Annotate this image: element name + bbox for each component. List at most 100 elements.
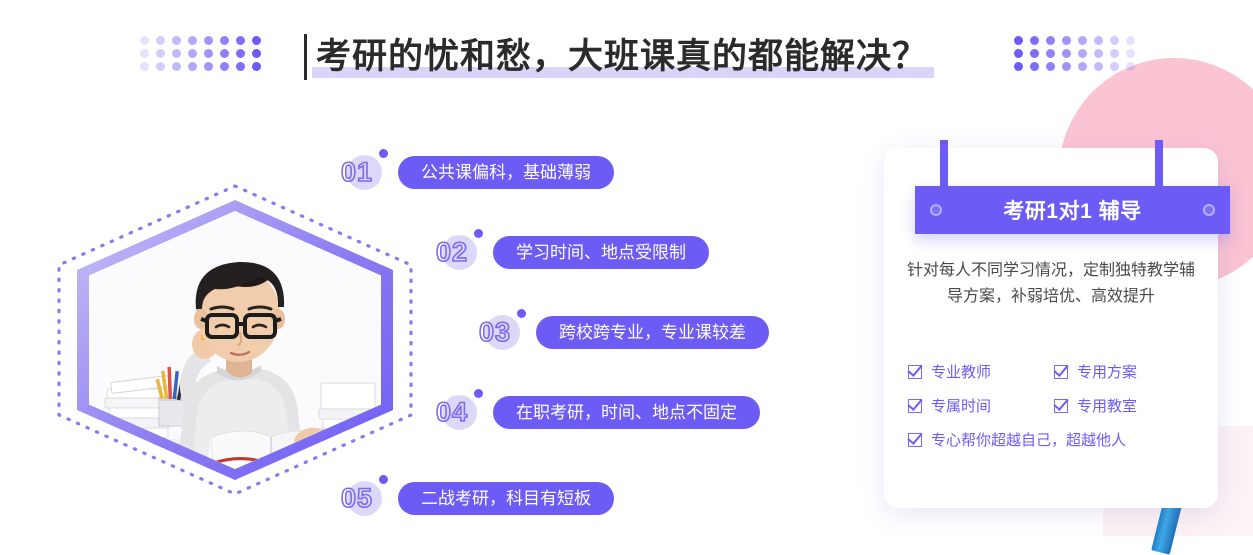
problem-number: 05 [330, 475, 388, 518]
decorative-dot [236, 62, 245, 71]
decorative-dot [220, 36, 229, 45]
decorative-dot [140, 36, 149, 45]
decorative-dot [156, 62, 165, 71]
decorative-dot [1126, 62, 1135, 71]
problem-number: 03 [468, 309, 526, 352]
card-banner-title: 考研1对1 辅导 [1003, 200, 1142, 223]
problem-pill[interactable]: 在职考研，时间、地点不固定 [493, 395, 760, 429]
decorative-dot [220, 62, 229, 71]
list-item[interactable]: 02 学习时间、地点受限制 [425, 229, 709, 272]
decorative-dot [1046, 36, 1055, 45]
feature-label: 专心帮你超越自己，超越他人 [931, 432, 1127, 449]
banner-strap-right [1155, 140, 1163, 208]
number-circle-backdrop [485, 315, 520, 350]
page-title: 考研的忧和愁，大班课真的都能解决？ [304, 31, 935, 83]
feature-label: 专用教室 [1077, 398, 1138, 415]
check-icon [908, 364, 922, 379]
problem-pill[interactable]: 学习时间、地点受限制 [493, 235, 709, 269]
decorative-dot [1078, 62, 1087, 71]
decorative-dot [156, 49, 165, 58]
problem-number: 02 [425, 229, 483, 272]
decorative-dot [1078, 36, 1087, 45]
list-item[interactable]: 01 公共课偏科，基础薄弱 [330, 149, 614, 192]
decorative-dot [140, 49, 149, 58]
title-highlight [312, 67, 935, 78]
decorative-dot [188, 49, 197, 58]
check-icon [908, 432, 922, 447]
problem-number-text: 01 [340, 156, 374, 188]
decorative-dot [252, 62, 261, 71]
page-title-text: 考研的忧和愁，大班课真的都能解决？ [316, 37, 929, 76]
photo-hexagon-frame [55, 182, 415, 498]
decorative-dot [204, 62, 213, 71]
rivet-left-icon [930, 204, 942, 216]
number-dot-icon [517, 309, 526, 318]
decorative-dot [1110, 62, 1119, 71]
decorative-dot [204, 49, 213, 58]
dot-grid-left [140, 36, 268, 75]
problem-number-text: 04 [435, 396, 469, 428]
feature-item: 专心帮你超越自己，超越他人 [908, 429, 1200, 450]
feature-item: 专业教师 [908, 361, 1054, 382]
decorative-dot [1110, 36, 1119, 45]
problem-number-text: 03 [478, 316, 512, 348]
promo-card: 考研1对1 辅导 针对每人不同学习情况，定制独特教学辅导方案，补弱培优、高效提升… [884, 140, 1230, 508]
decorative-dot [1014, 49, 1023, 58]
list-item[interactable]: 03 跨校跨专业，专业课较差 [468, 309, 769, 352]
rivet-right-icon [1203, 204, 1215, 216]
feature-list: 专业教师 专用方案 专属时间 专用教室 专心帮你超越自己，超越他人 [908, 361, 1200, 463]
decorative-dot [252, 36, 261, 45]
decorative-dot [172, 49, 181, 58]
problem-number-text: 02 [435, 236, 469, 268]
feature-label: 专属时间 [931, 398, 992, 415]
number-circle-backdrop [347, 481, 382, 516]
number-dot-icon [474, 389, 483, 398]
decorative-dot [1094, 62, 1103, 71]
number-circle-backdrop [442, 235, 477, 270]
check-icon [1054, 364, 1068, 379]
feature-label: 专业教师 [931, 364, 992, 381]
decorative-dot [1062, 49, 1071, 58]
decorative-dot [1014, 36, 1023, 45]
number-dot-icon [379, 149, 388, 158]
feature-label: 专用方案 [1077, 364, 1138, 381]
feature-row: 专业教师 专用方案 [908, 361, 1200, 382]
decorative-dot [1126, 49, 1135, 58]
list-item[interactable]: 04 在职考研，时间、地点不固定 [425, 389, 760, 432]
decorative-dot [1030, 36, 1039, 45]
problem-pill[interactable]: 二战考研，科目有短板 [398, 481, 614, 515]
decorative-dot [1094, 49, 1103, 58]
decorative-dot [172, 62, 181, 71]
feature-item: 专用教室 [1054, 395, 1200, 416]
number-circle-backdrop [442, 395, 477, 430]
decorative-dot [1078, 49, 1087, 58]
decorative-dot [236, 36, 245, 45]
decorative-dot [188, 36, 197, 45]
decorative-dot [172, 36, 181, 45]
decorative-dot [156, 36, 165, 45]
card-banner: 考研1对1 辅导 [915, 186, 1230, 234]
number-circle-backdrop [347, 155, 382, 190]
card-description: 针对每人不同学习情况，定制独特教学辅导方案，补弱培优、高效提升 [906, 262, 1195, 305]
title-accent-bar [304, 34, 307, 80]
decorative-dot [1046, 62, 1055, 71]
decorative-dot [1094, 36, 1103, 45]
feature-row: 专属时间 专用教室 [908, 395, 1200, 416]
check-icon [908, 398, 922, 413]
feature-item: 专属时间 [908, 395, 1054, 416]
page-header: 考研的忧和愁，大班课真的都能解决？ [0, 0, 1253, 110]
problem-pill[interactable]: 公共课偏科，基础薄弱 [398, 155, 614, 189]
feature-item: 专用方案 [1054, 361, 1200, 382]
decorative-dot [1030, 62, 1039, 71]
number-dot-icon [379, 475, 388, 484]
decorative-dot [188, 62, 197, 71]
decorative-dot [236, 49, 245, 58]
decorative-dot [220, 49, 229, 58]
decorative-dot [1046, 49, 1055, 58]
decorative-dot [1110, 49, 1119, 58]
list-item[interactable]: 05 二战考研，科目有短板 [330, 475, 614, 518]
decorative-dot [1126, 36, 1135, 45]
problem-pill[interactable]: 跨校跨专业，专业课较差 [536, 315, 769, 349]
decorative-dot [1062, 36, 1071, 45]
decorative-dot [252, 49, 261, 58]
